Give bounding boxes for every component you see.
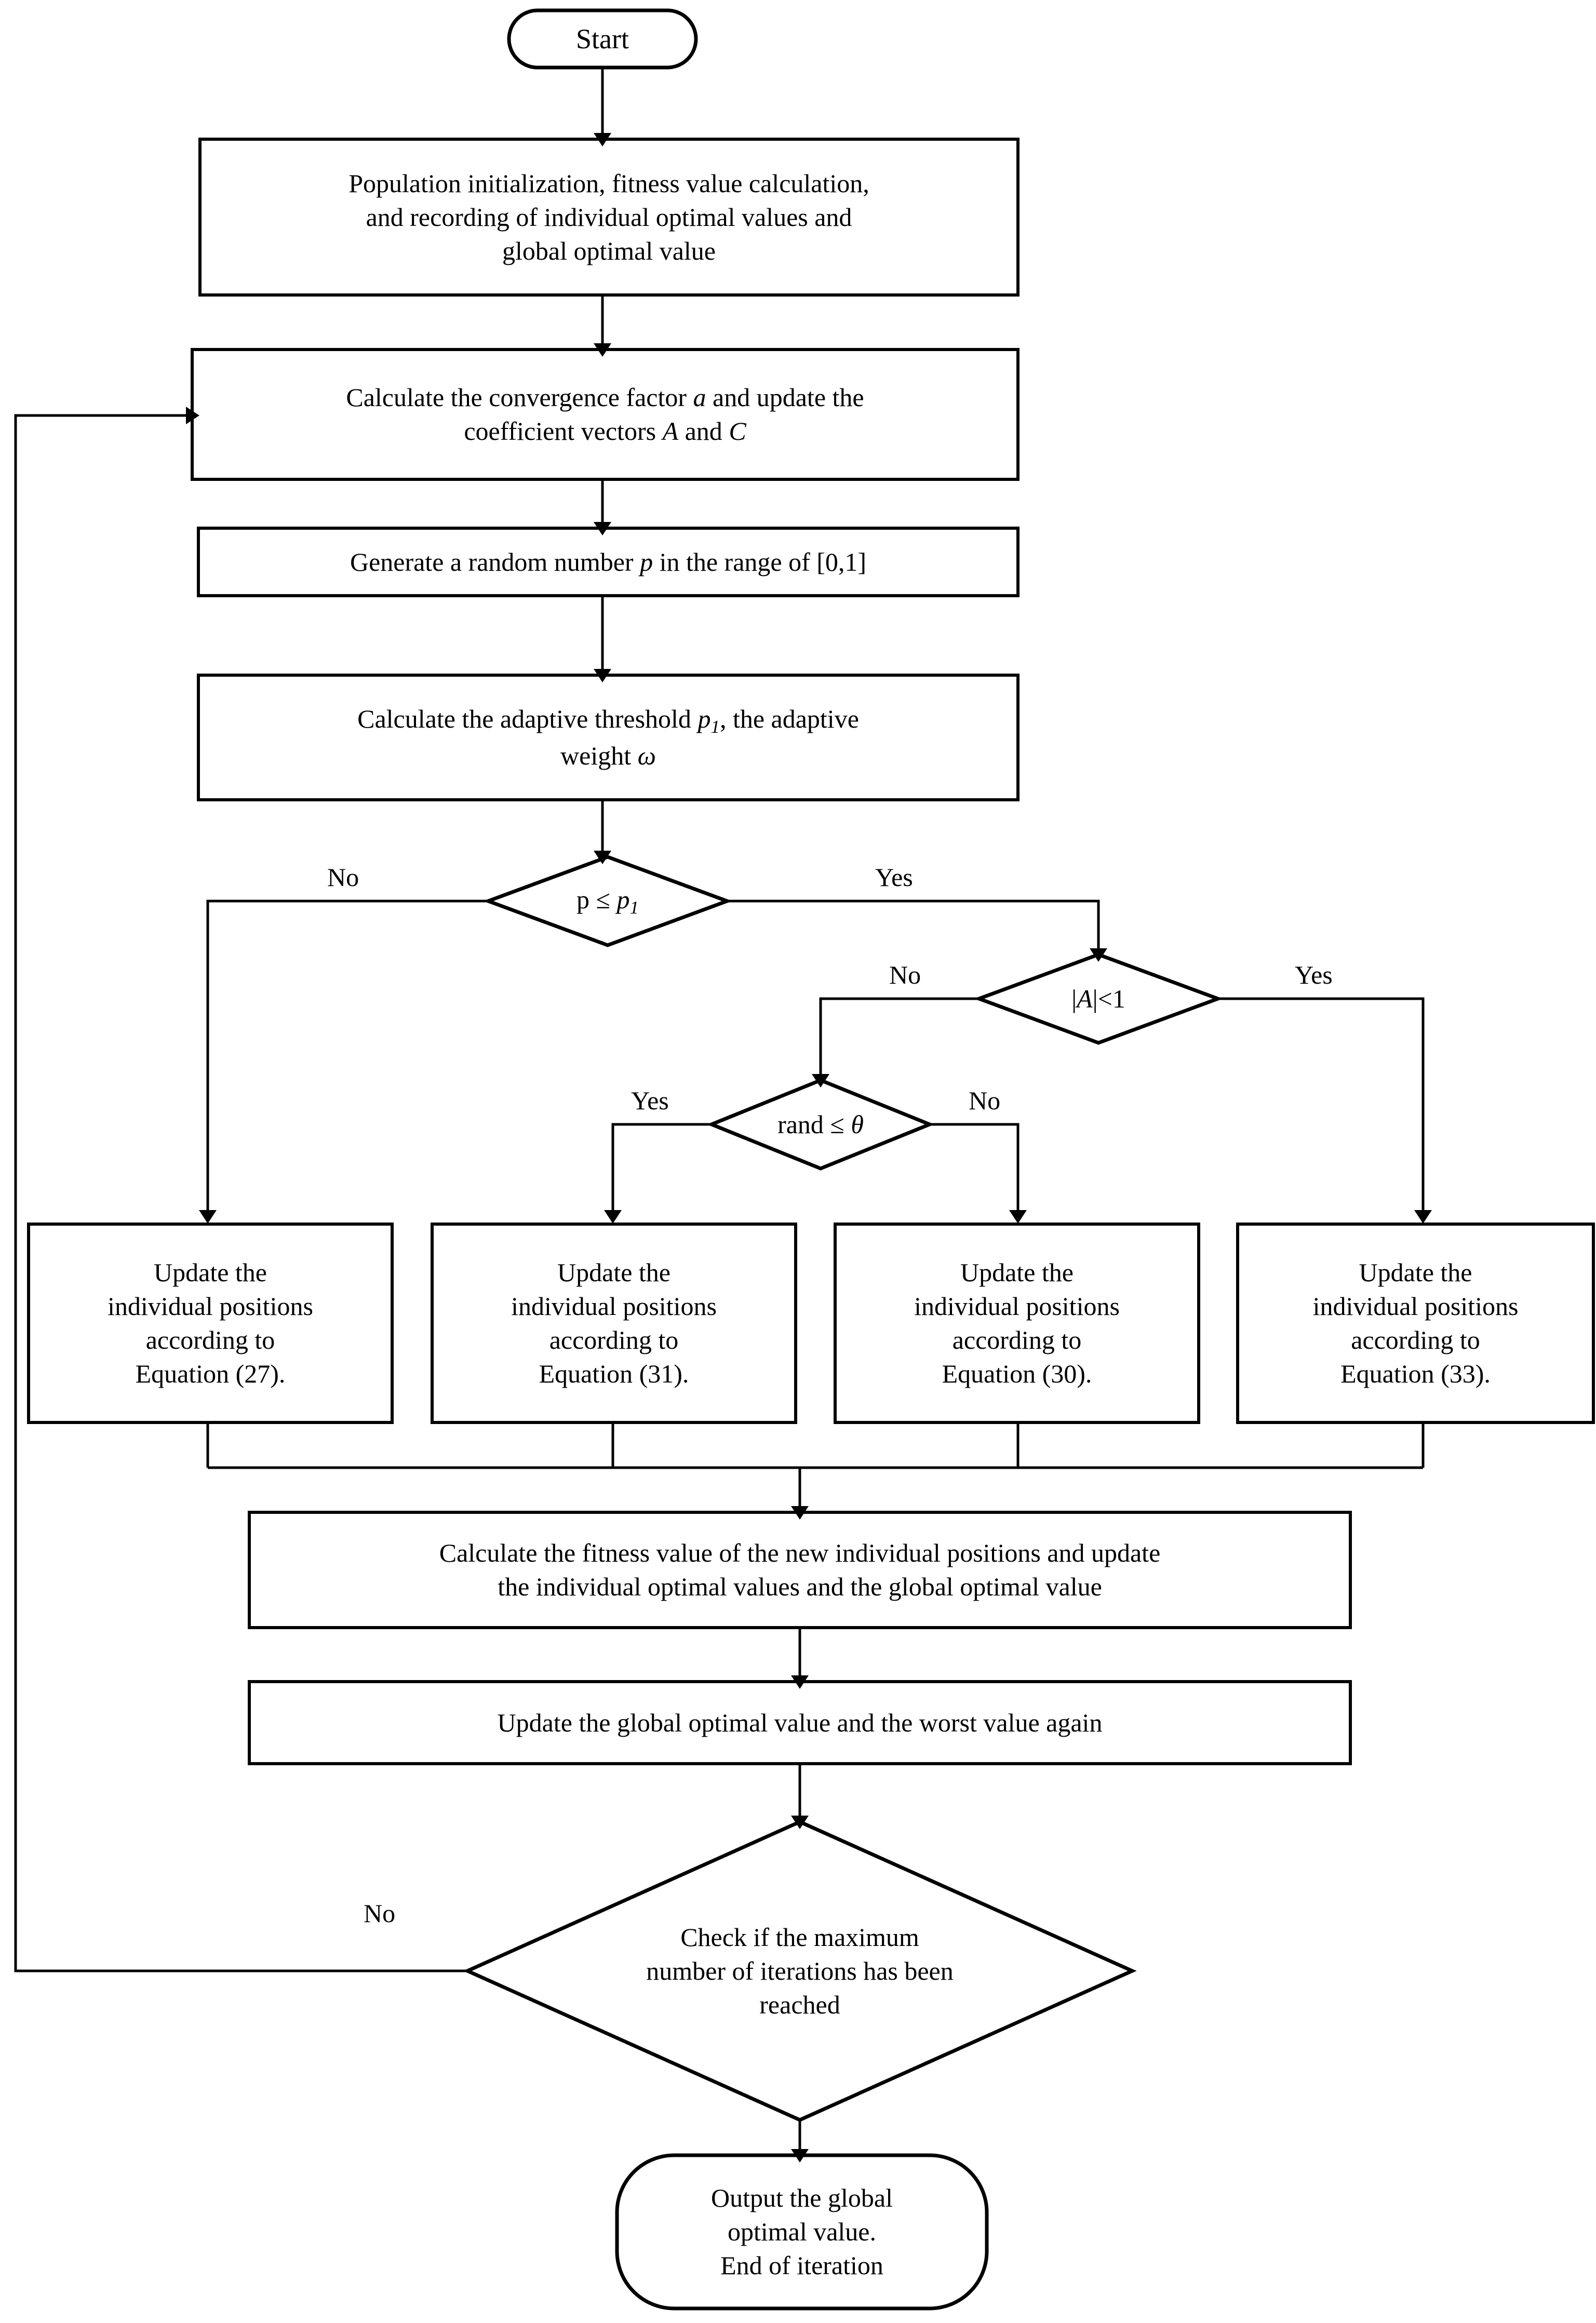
edge-label-a-yes: Yes xyxy=(1295,960,1333,989)
node-convergence-shape xyxy=(191,348,1020,481)
edge-label-rand-yes: Yes xyxy=(631,1086,669,1115)
edge-decision-rand-yes xyxy=(604,1123,712,1224)
node-decision-p-shape xyxy=(482,855,733,947)
edge-decision-rand-no xyxy=(930,1123,1027,1224)
edge-label-rand-no: No xyxy=(969,1086,1001,1115)
node-decision-max-shape xyxy=(463,1820,1137,2122)
edge-decision-p-yes xyxy=(727,899,1107,962)
edge-label-p-no: No xyxy=(327,863,359,892)
node-update31-shape xyxy=(431,1223,797,1424)
node-decision-a-shape xyxy=(973,952,1224,1045)
node-decision-rand-shape xyxy=(706,1078,935,1171)
node-start-shape xyxy=(507,8,698,70)
node-fitness-shape xyxy=(248,1511,1352,1629)
node-random-shape xyxy=(197,527,1020,597)
node-update27-shape xyxy=(27,1223,394,1424)
edge-label-a-no: No xyxy=(889,960,921,989)
node-end-shape xyxy=(615,2153,989,2311)
edge-label-p-yes: Yes xyxy=(875,863,913,892)
edge-label-max-no: No xyxy=(364,1899,396,1928)
node-init-shape xyxy=(198,138,1020,297)
node-update-global-shape xyxy=(248,1680,1352,1765)
edge-decision-a-yes xyxy=(1218,997,1432,1224)
edge-decision-p-no xyxy=(199,899,488,1224)
edge-decision-max-no xyxy=(14,407,467,1972)
node-adaptive-shape xyxy=(197,674,1020,801)
edge-decision-a-no xyxy=(812,997,979,1087)
node-update33-shape xyxy=(1236,1223,1595,1424)
node-update30-shape xyxy=(834,1223,1200,1424)
